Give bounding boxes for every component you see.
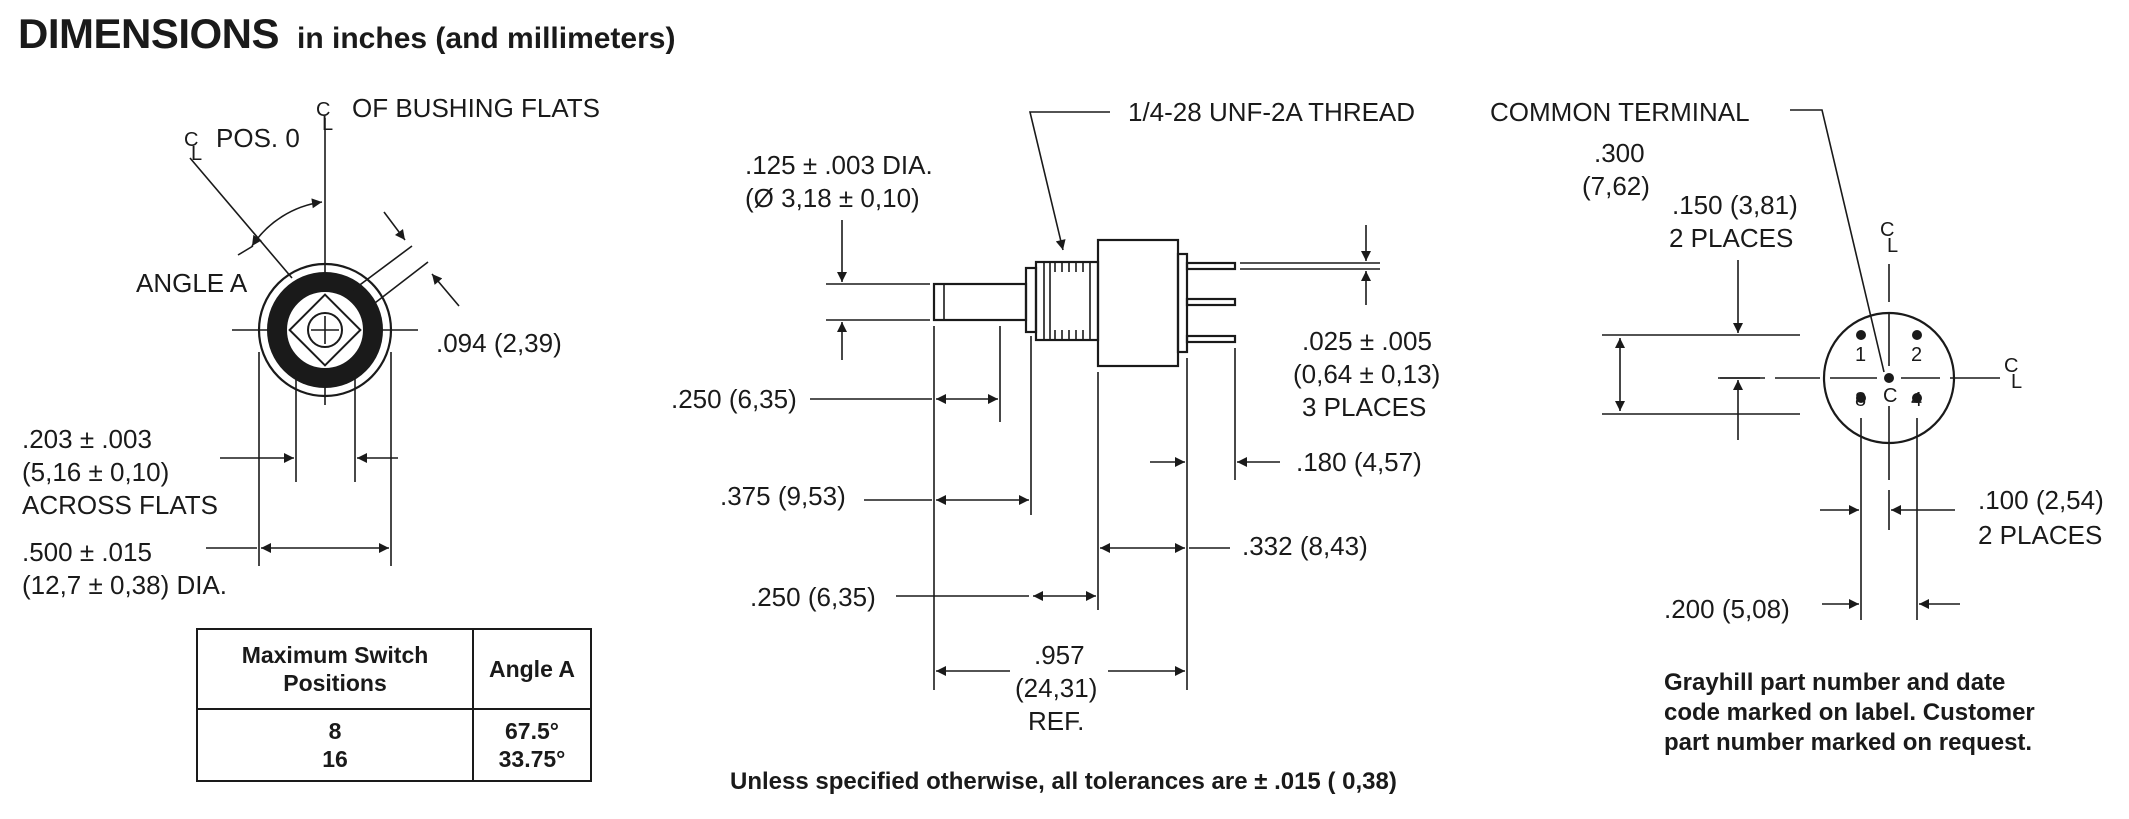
across-flats-line1: .203 ± .003 bbox=[22, 424, 152, 454]
cl-mark-pos0-l: L bbox=[191, 143, 202, 165]
table-positions-values: 8 16 bbox=[198, 709, 474, 780]
across-flats-line3: ACROSS FLATS bbox=[22, 490, 218, 520]
dim-180: .180 (4,57) bbox=[1296, 447, 1422, 477]
table-header-positions: Maximum Switch Positions bbox=[198, 630, 474, 710]
dim-332: .332 (8,43) bbox=[1242, 531, 1368, 561]
switch-angle-table: Maximum Switch Positions Angle A 8 16 67… bbox=[196, 628, 592, 782]
dim-250-upper: .250 (6,35) bbox=[671, 384, 797, 414]
pin-label-1: 1 bbox=[1855, 344, 1866, 366]
table-angle-values: 67.5° 33.75° bbox=[498, 718, 566, 772]
pin-label-8: 8 bbox=[1855, 389, 1866, 411]
dia-line2: (12,7 ± 0,38) DIA. bbox=[22, 570, 227, 600]
dim-300-line2: (7,62) bbox=[1582, 171, 1650, 201]
pin-label-2: 2 bbox=[1911, 344, 1922, 366]
thread-marks bbox=[1054, 262, 1084, 340]
across-flats-line2: (5,16 ± 0,10) bbox=[22, 457, 169, 487]
angle-a-label: ANGLE A bbox=[136, 268, 248, 298]
terminal-pin-4 bbox=[1912, 393, 1922, 403]
terminal-pin-3 bbox=[1185, 334, 1237, 344]
ref-line1: .957 bbox=[1034, 640, 1085, 670]
dim-250-lower: .250 (6,35) bbox=[750, 582, 876, 612]
pin-dim-line2: (0,64 ± 0,13) bbox=[1293, 359, 1440, 389]
tolerance-note: Unless specified otherwise, all toleranc… bbox=[730, 768, 1397, 795]
dim-100-line1: .100 (2,54) bbox=[1978, 485, 2104, 515]
pin-label-4: 4 bbox=[1911, 389, 1922, 411]
front-view: C L OF BUSHING FLATS C L POS. 0 ANGLE A … bbox=[22, 93, 600, 600]
label-note: Grayhill part number and date code marke… bbox=[1664, 669, 2035, 756]
shaft bbox=[932, 282, 1028, 322]
dim-200: .200 (5,08) bbox=[1664, 594, 1790, 624]
ref-line3: REF. bbox=[1028, 706, 1084, 736]
dim-375: .375 (9,53) bbox=[720, 481, 846, 511]
rear-plate bbox=[1176, 252, 1189, 354]
cl-mark-pos0: C bbox=[184, 129, 198, 151]
bushing-flange bbox=[1024, 266, 1038, 334]
terminal-pin-8 bbox=[1856, 393, 1866, 403]
side-view: 1/4-28 UNF-2A THREAD .125 ± .003 DIA. (Ø… bbox=[671, 97, 1440, 736]
thread-leader bbox=[1028, 111, 1110, 251]
terminal-pin-1 bbox=[1185, 261, 1237, 271]
title-main: DIMENSIONS bbox=[18, 10, 280, 57]
pos0-centerline bbox=[189, 157, 293, 279]
dim-150-line1: .150 (3,81) bbox=[1672, 190, 1798, 220]
dim-100-line2: 2 PLACES bbox=[1978, 520, 2102, 550]
bushing-flats-label: OF BUSHING FLATS bbox=[352, 93, 600, 123]
angle-a-arc bbox=[251, 198, 323, 247]
shaft-dia-line2: (Ø 3,18 ± 0,10) bbox=[745, 183, 920, 213]
title-sub: in inches (and millimeters) bbox=[297, 22, 676, 55]
terminal-pin-1 bbox=[1856, 330, 1866, 340]
common-terminal-label: COMMON TERMINAL bbox=[1490, 97, 1750, 127]
pin-dim-line3: 3 PLACES bbox=[1302, 392, 1426, 422]
dim-150-line2: 2 PLACES bbox=[1669, 223, 1793, 253]
switch-body bbox=[1096, 238, 1180, 368]
bushing-outer-circle bbox=[257, 262, 393, 398]
cl-mark-bushing-l: L bbox=[322, 113, 333, 135]
pin-label-common: C bbox=[1883, 385, 1897, 407]
shaft-dia-line1: .125 ± .003 DIA. bbox=[745, 150, 933, 180]
cl-mark-bushing: C bbox=[316, 99, 330, 121]
threaded-bushing bbox=[1034, 260, 1100, 342]
table-header-angle: Angle A bbox=[473, 630, 590, 710]
thread-label: 1/4-28 UNF-2A THREAD bbox=[1128, 97, 1415, 127]
cl-mark-terminal-right: C bbox=[2004, 355, 2018, 377]
cl-mark-terminal-top-l: L bbox=[1887, 235, 1898, 257]
dim-300-line1: .300 bbox=[1594, 138, 1645, 168]
terminal-pin-common bbox=[1884, 373, 1894, 383]
pin-dim-line1: .025 ± .005 bbox=[1302, 326, 1432, 356]
terminal-pin-2 bbox=[1912, 330, 1922, 340]
dia-line1: .500 ± .015 bbox=[22, 537, 152, 567]
page-title: DIMENSIONS in inches (and millimeters) bbox=[18, 10, 675, 58]
cl-mark-terminal-top: C bbox=[1880, 219, 1894, 241]
terminal-view: 1 2 8 4 C COMMON TERMINAL .300 (7,62) .1… bbox=[1490, 97, 2104, 624]
cl-mark-terminal-right-l: L bbox=[2011, 371, 2022, 393]
pos0-label: POS. 0 bbox=[216, 123, 300, 153]
terminal-pin-2 bbox=[1185, 297, 1237, 307]
common-terminal-leader bbox=[1790, 109, 1885, 373]
ref-line2: (24,31) bbox=[1015, 673, 1097, 703]
flat-dim-label: .094 (2,39) bbox=[436, 328, 562, 358]
